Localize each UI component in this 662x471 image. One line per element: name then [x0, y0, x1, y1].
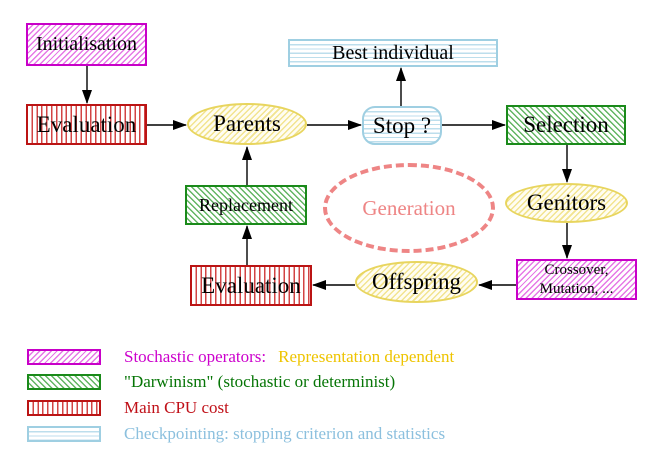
node-parents-label: Parents — [213, 111, 281, 136]
node-offspring: Offspring — [355, 261, 478, 303]
node-selection-label: Selection — [523, 112, 609, 137]
node-crossover-label-line2: Mutation, ... — [539, 280, 614, 297]
legend-label-representation-dependent: Representation dependent — [278, 347, 455, 366]
node-parents: Parents — [187, 103, 307, 145]
legend-item-stochastic-operators: Stochastic operators: Representation depe… — [27, 347, 454, 367]
legend-item-darwinism: "Darwinism" (stochastic or determinist) — [27, 372, 395, 392]
legend-label-main-cpu-cost: Main CPU cost — [124, 398, 229, 417]
node-evaluation-bottom: Evaluation — [190, 265, 312, 306]
node-crossover-mutation: Crossover, Mutation, ... — [516, 259, 637, 300]
node-crossover-label-line1: Crossover, — [544, 261, 609, 278]
node-generation-label: Generation — [362, 195, 456, 220]
node-evaluation-top-label: Evaluation — [36, 111, 137, 137]
node-initialisation-label: Initialisation — [35, 33, 138, 55]
legend-label-darwinism: "Darwinism" (stochastic or determinist) — [124, 372, 396, 391]
node-generation-cycle: Generation — [323, 163, 495, 253]
node-stop-label: Stop ? — [372, 112, 432, 138]
node-offspring-label: Offspring — [371, 269, 461, 294]
node-evaluation-top: Evaluation — [26, 104, 147, 145]
node-best-individual-label: Best individual — [332, 41, 454, 64]
legend-swatch-green-hatch — [27, 374, 101, 390]
node-selection: Selection — [506, 105, 626, 145]
node-initialisation: Initialisation — [26, 23, 147, 66]
node-genitors: Genitors — [505, 183, 628, 223]
legend-swatch-red-stripes — [27, 400, 101, 416]
node-genitors-label: Genitors — [526, 190, 607, 215]
node-best-individual: Best individual — [288, 39, 498, 67]
legend-label-stochastic-operators: Stochastic operators: — [124, 347, 267, 366]
legend-label-checkpointing: Checkpointing: stopping criterion and st… — [124, 424, 446, 443]
legend-swatch-magenta-hatch — [27, 349, 101, 365]
legend-item-main-cpu-cost: Main CPU cost — [27, 398, 229, 418]
legend-item-checkpointing: Checkpointing: stopping criterion and st… — [27, 424, 445, 444]
node-replacement: Replacement — [185, 185, 307, 225]
node-replacement-label: Replacement — [199, 194, 293, 215]
legend-swatch-cyan-stripes — [27, 426, 101, 442]
node-evaluation-bottom-label: Evaluation — [201, 272, 301, 298]
node-stop: Stop ? — [362, 106, 442, 145]
